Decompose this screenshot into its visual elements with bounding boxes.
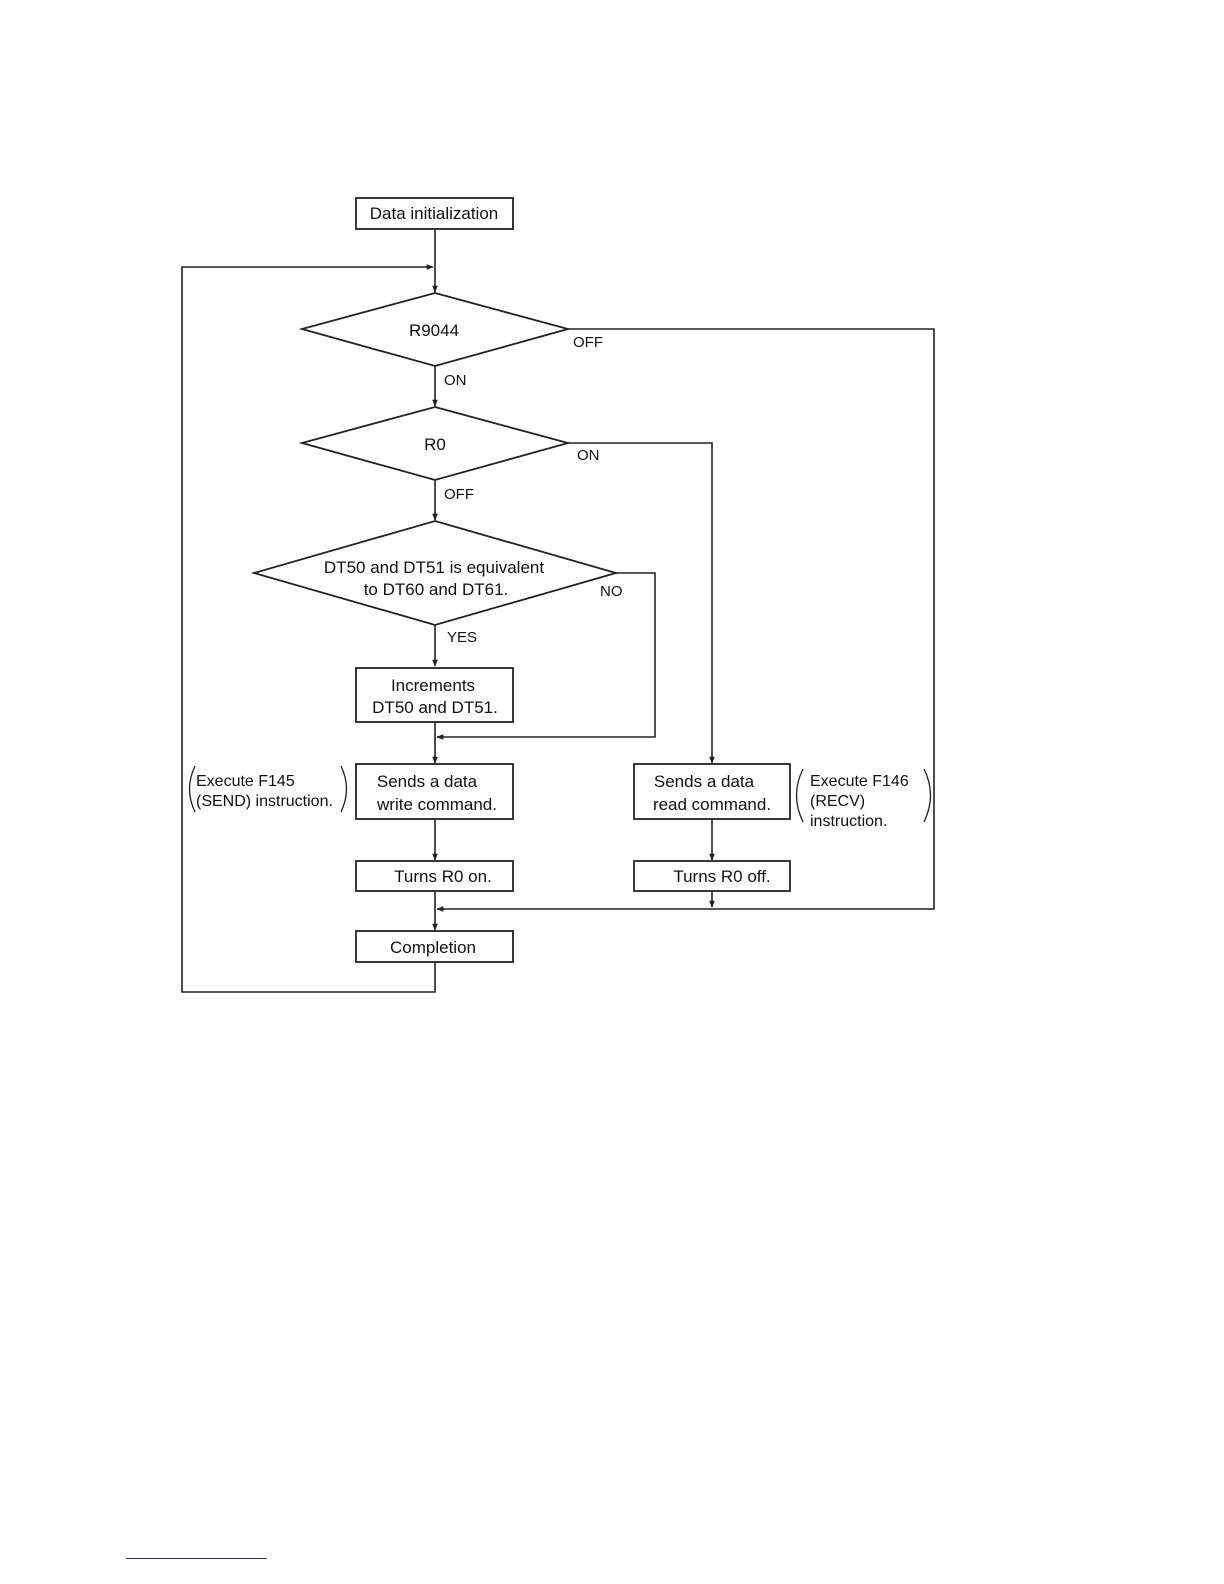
node-increment: Increments DT50 and DT51. xyxy=(356,668,513,722)
note-recv-line3: instruction. xyxy=(810,813,887,830)
note-recv-instruction: Execute F146 (RECV) instruction. xyxy=(797,769,931,830)
decision-r9044-label: R9044 xyxy=(409,321,459,340)
edge-label-r9044-off: OFF xyxy=(573,334,603,351)
decision-compare-label-line1: DT50 and DT51 is equivalent xyxy=(324,558,544,577)
node-data-initialization: Data initialization xyxy=(356,198,513,229)
edge-label-compare-yes: YES xyxy=(447,629,477,646)
node-data-initialization-label: Data initialization xyxy=(370,204,499,223)
node-increment-label-line1: Increments xyxy=(391,676,475,695)
node-send-label-line1: Sends a data xyxy=(377,772,478,791)
node-send-label-line2: write command. xyxy=(376,795,497,814)
decision-r0: R0 xyxy=(302,407,568,480)
note-recv-line1: Execute F146 xyxy=(810,773,909,790)
decision-compare-label-line2: to DT60 and DT61. xyxy=(364,580,509,599)
note-recv-left-paren xyxy=(797,769,804,822)
node-send-write-command: Sends a data write command. xyxy=(356,764,513,819)
note-send-line2: (SEND) instruction. xyxy=(196,793,333,810)
node-increment-label-line2: DT50 and DT51. xyxy=(372,698,498,717)
node-turns-r0-on: Turns R0 on. xyxy=(356,861,513,891)
decision-r9044: R9044 xyxy=(302,293,568,366)
note-send-right-paren xyxy=(341,766,347,812)
edge-label-r9044-on: ON xyxy=(444,372,467,389)
edge-label-compare-no: NO xyxy=(600,583,623,600)
note-recv-right-paren xyxy=(924,769,931,822)
footer-rule xyxy=(126,1558,267,1559)
node-send-read-command: Sends a data read command. xyxy=(634,764,790,819)
edge-label-r0-on: ON xyxy=(577,447,600,464)
note-send-instruction: Execute F145 (SEND) instruction. xyxy=(190,766,347,812)
node-r0-on-label: Turns R0 on. xyxy=(394,867,492,886)
edge-label-r0-off: OFF xyxy=(444,486,474,503)
node-completion-label: Completion xyxy=(390,938,476,957)
note-recv-line2: (RECV) xyxy=(810,793,865,810)
note-send-line1: Execute F145 xyxy=(196,773,295,790)
node-completion: Completion xyxy=(356,931,513,962)
node-turns-r0-off: Turns R0 off. xyxy=(634,861,790,891)
note-send-left-paren xyxy=(190,766,196,812)
node-r0-off-label: Turns R0 off. xyxy=(673,867,770,886)
connector-r0-on xyxy=(568,443,712,763)
connectors xyxy=(182,229,934,992)
node-read-label-line2: read command. xyxy=(653,795,771,814)
decision-r0-label: R0 xyxy=(424,435,446,454)
decision-compare: DT50 and DT51 is equivalent to DT60 and … xyxy=(254,521,616,625)
node-read-label-line1: Sends a data xyxy=(654,772,755,791)
